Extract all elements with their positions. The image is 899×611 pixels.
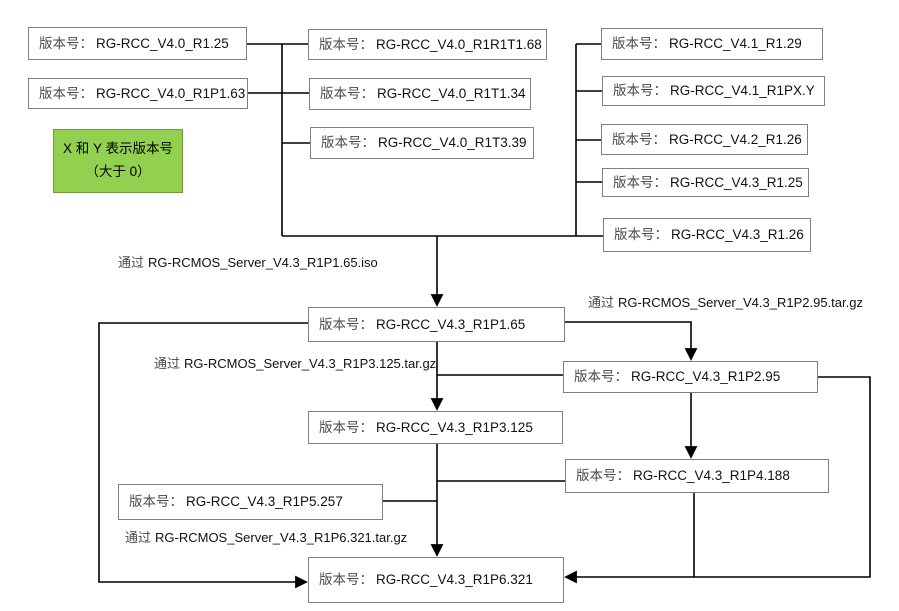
version-label-prefix: 版本号： (39, 35, 93, 51)
version-label-prefix: 版本号： (320, 86, 374, 102)
node-rg-rcc-v4-3-r1p4-188: 版本号：RG-RCC_V4.3_R1P4.188 (565, 459, 829, 493)
version-label-prefix: 版本号： (129, 494, 183, 510)
version-label-prefix: 版本号： (319, 572, 373, 588)
version-label-prefix: 版本号： (612, 131, 666, 147)
version-name: RG-RCC_V4.3_R1P2.95 (631, 369, 781, 385)
version-name: RG-RCC_V4.3_R1P5.257 (186, 494, 343, 510)
version-name: RG-RCC_V4.1_R1PX.Y (670, 83, 815, 99)
node-rg-rcc-v4-3-r1p6-321: 版本号：RG-RCC_V4.3_R1P6.321 (308, 557, 564, 603)
left-trunk-lines (247, 43, 603, 237)
version-name: RG-RCC_V4.3_R1P1.65 (376, 316, 526, 332)
version-label-prefix: 版本号： (319, 316, 373, 332)
via-file-name: RG-RCMOS_Server_V4.3_R1P6.321.tar.gz (155, 530, 408, 545)
node-rg-rcc-v4-3-r1p1-65: 版本号：RG-RCC_V4.3_R1P1.65 (308, 307, 565, 342)
version-label-prefix: 版本号： (613, 83, 667, 99)
version-label-prefix: 版本号： (576, 468, 630, 484)
version-label-prefix: 版本号： (321, 135, 375, 151)
version-name: RG-RCC_V4.1_R1.29 (669, 36, 802, 52)
node-rg-rcc-v4-3-r1p2-95: 版本号：RG-RCC_V4.3_R1P2.95 (563, 361, 818, 393)
legend-note-line1: X 和 Y 表示版本号 (62, 141, 174, 157)
node-rg-rcc-v4-0-r1p1-63: 版本号：RG-RCC_V4.0_R1P1.63 (28, 78, 248, 109)
version-name: RG-RCC_V4.2_R1.26 (669, 131, 802, 147)
edge-r1p165-to-r1p6321-left-rail (98, 322, 308, 589)
version-label-prefix: 版本号： (39, 85, 93, 101)
node-rg-rcc-v4-2-r1-26: 版本号：RG-RCC_V4.2_R1.26 (601, 124, 808, 155)
legend-note: X 和 Y 表示版本号 （大于 0） (53, 129, 183, 193)
via-prefix: 通过 (125, 530, 152, 545)
right-trunk-lines (575, 43, 602, 236)
node-rg-rcc-v4-3-r1p5-257: 版本号：RG-RCC_V4.3_R1P5.257 (118, 484, 383, 520)
legend-note-line2: （大于 0） (85, 164, 151, 179)
via-file-name: RG-RCMOS_Server_V4.3_R1P2.95.tar.gz (618, 295, 863, 310)
version-label-prefix: 版本号： (614, 227, 668, 243)
version-label-prefix: 版本号： (319, 36, 373, 52)
version-name: RG-RCC_V4.0_R1.25 (96, 35, 229, 51)
node-rg-rcc-v4-0-r1t1-34: 版本号：RG-RCC_V4.0_R1T1.34 (309, 78, 531, 110)
edge-r1p295-to-r1p6321-right-rail (564, 376, 871, 584)
version-name: RG-RCC_V4.0_R1P1.63 (96, 85, 246, 101)
version-name: RG-RCC_V4.3_R1.26 (671, 227, 804, 243)
version-label-prefix: 版本号： (574, 369, 628, 385)
version-name: RG-RCC_V4.3_R1.25 (670, 174, 803, 190)
node-rg-rcc-v4-3-r1p3-125: 版本号：RG-RCC_V4.3_R1P3.125 (308, 411, 563, 444)
version-name: RG-RCC_V4.3_R1P6.321 (376, 572, 533, 588)
node-rg-rcc-v4-3-r1-25: 版本号：RG-RCC_V4.3_R1.25 (602, 168, 809, 197)
node-rg-rcc-v4-1-r1px-y: 版本号：RG-RCC_V4.1_R1PX.Y (602, 76, 825, 106)
node-rg-rcc-v4-0-r1r1t1-68: 版本号：RG-RCC_V4.0_R1R1T1.68 (308, 29, 547, 60)
edge-r1p165-to-r1p295 (565, 321, 698, 361)
node-rg-rcc-v4-3-r1-26: 版本号：RG-RCC_V4.3_R1.26 (603, 218, 811, 252)
node-rg-rcc-v4-0-r1t3-39: 版本号：RG-RCC_V4.0_R1T3.39 (310, 127, 534, 159)
via-prefix: 通过 (588, 295, 615, 310)
version-label-prefix: 版本号： (613, 174, 667, 190)
via-prefix: 通过 (118, 255, 145, 270)
via-prefix: 通过 (154, 356, 181, 371)
version-name: RG-RCC_V4.0_R1T3.39 (378, 135, 527, 151)
via-file-name: RG-RCMOS_Server_V4.3_R1P1.65.iso (148, 255, 378, 270)
version-label-prefix: 版本号： (319, 419, 373, 435)
version-name: RG-RCC_V4.0_R1T1.34 (377, 86, 526, 102)
version-label-prefix: 版本号： (612, 36, 666, 52)
node-rg-rcc-v4-1-r1-29: 版本号：RG-RCC_V4.1_R1.29 (601, 28, 823, 60)
version-name: RG-RCC_V4.3_R1P3.125 (376, 419, 533, 435)
version-name: RG-RCC_V4.0_R1R1T1.68 (376, 36, 542, 52)
node-rg-rcc-v4-0-r1-25: 版本号：RG-RCC_V4.0_R1.25 (28, 27, 247, 60)
via-file-name: RG-RCMOS_Server_V4.3_R1P3.125.tar.gz (184, 356, 437, 371)
version-name: RG-RCC_V4.3_R1P4.188 (633, 468, 790, 484)
